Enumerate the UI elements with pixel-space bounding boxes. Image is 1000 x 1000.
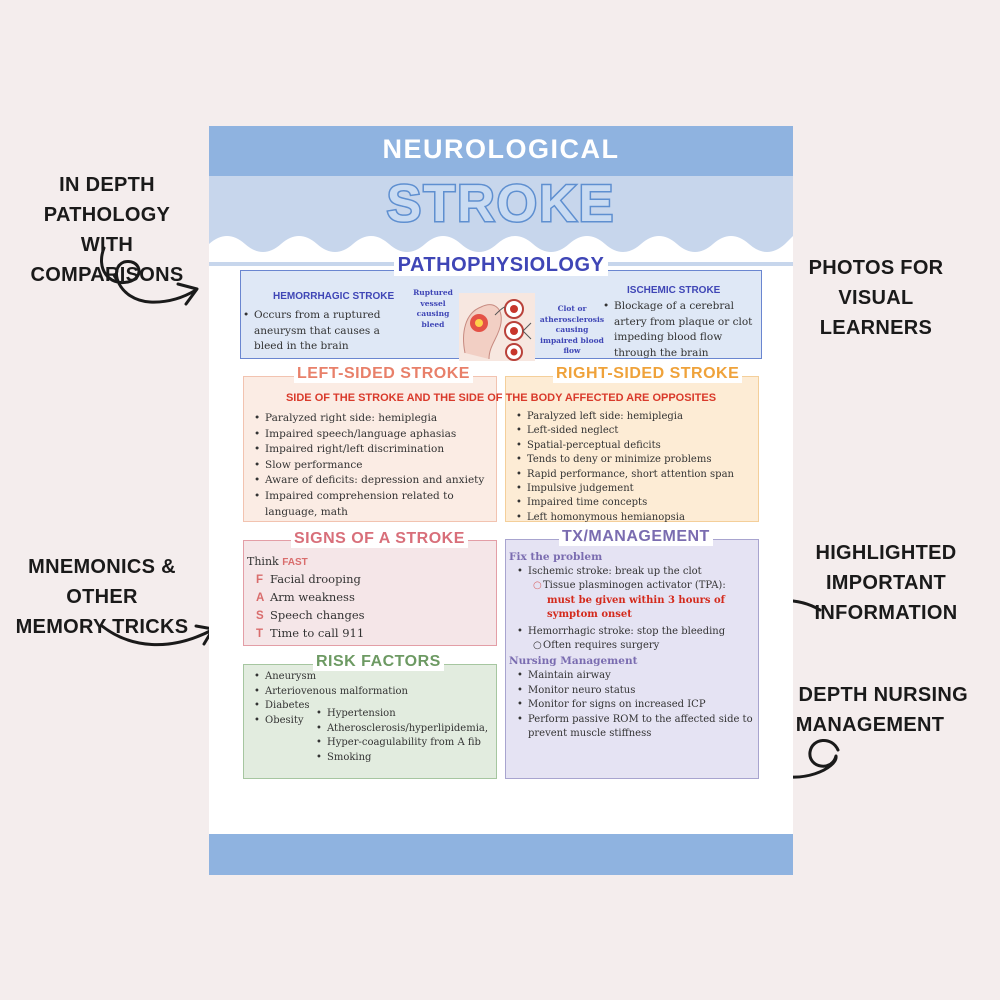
opposites-note: SIDE OF THE STROKE AND THE SIDE OF THE B… — [285, 392, 717, 404]
right-sided-section: Paralyzed left side: hemiplegia Left-sid… — [505, 376, 759, 526]
list-item: Hemorrhagic stroke: stop the bleeding — [517, 625, 757, 640]
fix-list: Ischemic stroke: break up the clot — [517, 565, 757, 580]
nursing-heading: Nursing Management — [509, 655, 638, 668]
annotation-nursing: IN DEPTH NURSING MANAGEMENT — [772, 684, 968, 736]
list-item: Impaired comprehension related to langua… — [254, 489, 494, 520]
tx-management-title: TX/MANAGEMENT — [559, 528, 713, 546]
right-sided-list: Paralyzed left side: hemiplegia Left-sid… — [516, 410, 756, 526]
footer-band — [209, 834, 793, 875]
list-item: Left homonymous hemianopsia — [516, 511, 756, 526]
list-item: Obesity — [254, 714, 434, 729]
list-item: Smoking — [316, 751, 496, 766]
hemorrhagic-tx-list: Hemorrhagic stroke: stop the bleeding — [517, 625, 757, 640]
list-item: Rapid performance, short attention span — [516, 468, 756, 483]
left-sided-section: Paralyzed right side: hemiplegia Impaire… — [243, 376, 497, 522]
list-item: Paralyzed right side: hemiplegia — [254, 411, 494, 427]
caption-clot: Clot or atherosclerosis causing impaired… — [539, 304, 605, 355]
risk-list-col1: Aneurysm Arteriovenous malformation Diab… — [254, 670, 434, 728]
list-item: Ischemic stroke: break up the clot — [517, 565, 757, 580]
tpa-item: ○ Tissue plasminogen activator (TPA): mu… — [509, 579, 757, 622]
list-item: Diabetes — [254, 699, 434, 714]
risk-list-col2: Hypertension Atherosclerosis/hyperlipide… — [316, 707, 496, 765]
list-item: Aware of deficits: depression and anxiet… — [254, 473, 494, 489]
list-item: Impaired right/left discrimination — [254, 442, 494, 458]
list-item: Occurs from a ruptured aneurysm that cau… — [243, 308, 393, 355]
stroke-illustration — [459, 293, 535, 361]
list-item: Slow performance — [254, 458, 494, 474]
annotation-mnemonics: MNEMONICS & OTHER MEMORY TRICKS — [15, 556, 189, 638]
list-item: Aneurysm — [254, 670, 434, 685]
pathophysiology-section: HEMORRHAGIC STROKE Occurs from a rupture… — [240, 270, 762, 361]
left-sided-list: Paralyzed right side: hemiplegia Impaire… — [254, 411, 494, 520]
brain-vessel-image — [463, 299, 532, 361]
fix-heading: Fix the problem — [509, 551, 603, 563]
ischemic-list: Blockage of a cerebral artery from plaqu… — [603, 299, 761, 361]
surgery-item: ○ Often requires surgery — [509, 639, 757, 653]
tx-content: Fix the problem Ischemic stroke: break u… — [509, 550, 757, 741]
annotation-pathology: IN DEPTH PATHOLOGY WITH COMPARISONS — [30, 174, 184, 286]
annotation-highlighted: HIGHLIGHTED IMPORTANT INFORMATION — [814, 542, 958, 624]
circle-bullet-icon: ○ — [533, 640, 542, 652]
annotation-photos: PHOTOS FOR VISUAL LEARNERS — [808, 257, 944, 339]
signs-title: SIGNS OF A STROKE — [291, 530, 468, 548]
tpa-warning: must be given within 3 hours of symptom … — [547, 594, 725, 621]
list-item: Maintain airway — [517, 669, 757, 684]
list-item: Monitor for signs on increased ICP — [517, 698, 757, 713]
list-item: Impaired speech/language aphasias — [254, 427, 494, 443]
list-item: Spatial-perceptual deficits — [516, 439, 756, 454]
right-sided-title: RIGHT-SIDED STROKE — [553, 365, 743, 383]
hemorrhagic-list: Occurs from a ruptured aneurysm that cau… — [243, 308, 393, 355]
list-item: Monitor neuro status — [517, 684, 757, 699]
pathophysiology-title: PATHOPHYSIOLOGY — [209, 254, 793, 277]
header-band — [209, 126, 793, 176]
tx-management-section: Fix the problem Ischemic stroke: break u… — [505, 539, 759, 779]
list-item: Impulsive judgement — [516, 482, 756, 497]
page-title: STROKE — [385, 174, 616, 235]
wave-divider — [209, 236, 793, 262]
list-item: Impaired time concepts — [516, 496, 756, 511]
list-item: Tends to deny or minimize problems — [516, 453, 756, 468]
ischemic-heading: ISCHEMIC STROKE — [627, 285, 721, 296]
list-item: Hyper-coagulability from A fib — [316, 736, 496, 751]
study-sheet-page: NEUROLOGICAL STROKE HEMORRHAGIC STROKE O… — [209, 126, 793, 875]
risk-factors-title: RISK FACTORS — [313, 653, 444, 671]
hemorrhagic-heading: HEMORRHAGIC STROKE — [273, 291, 395, 302]
category-title: NEUROLOGICAL — [382, 134, 620, 164]
list-item: Blockage of a cerebral artery from plaqu… — [603, 299, 761, 361]
nursing-list: Maintain airway Monitor neuro status Mon… — [517, 669, 757, 741]
caption-ruptured: Ruptured vessel causing bleed — [413, 288, 453, 329]
risk-factors-section: Aneurysm Arteriovenous malformation Diab… — [243, 664, 497, 779]
list-item: Left-sided neglect — [516, 424, 756, 439]
list-item: Atherosclerosis/hyperlipidemia, — [316, 722, 496, 737]
think-fast-line: Think FAST — [247, 555, 308, 568]
list-item: Paralyzed left side: hemiplegia — [516, 410, 756, 425]
list-item: Hypertension — [316, 707, 496, 722]
left-sided-title: LEFT-SIDED STROKE — [294, 365, 473, 383]
circle-bullet-icon: ○ — [533, 580, 542, 592]
list-item: Arteriovenous malformation — [254, 685, 434, 700]
list-item: Perform passive ROM to the affected side… — [517, 713, 757, 742]
